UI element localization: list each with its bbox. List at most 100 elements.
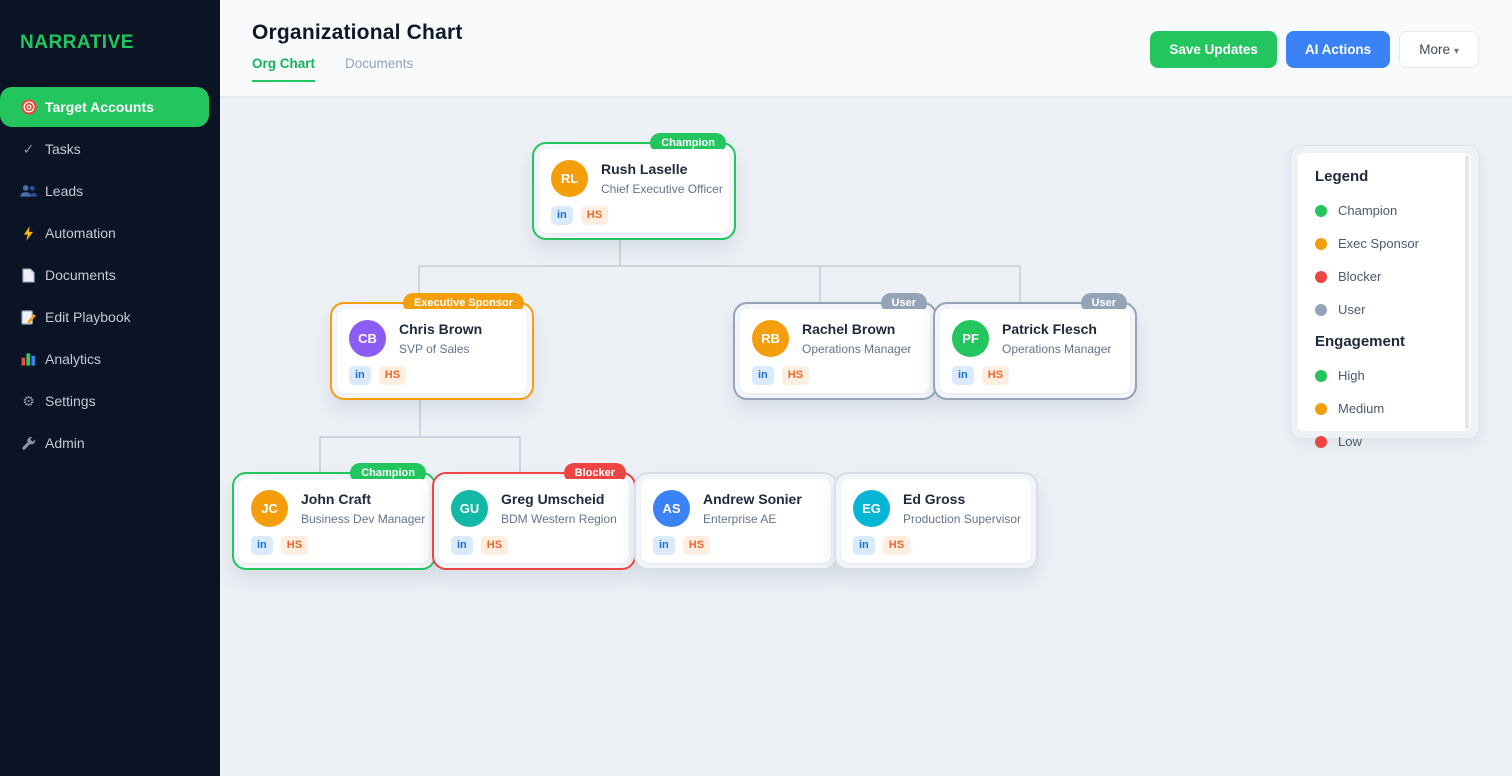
person-card: JC John Craft Business Dev Manager in HS <box>239 479 429 563</box>
person-title: Operations Manager <box>1002 342 1112 356</box>
linkedin-chip[interactable]: in <box>349 366 371 385</box>
legend-item-exec-sponsor: Exec Sponsor <box>1315 236 1471 251</box>
org-node-patrick-flesch[interactable]: User PF Patrick Flesch Operations Manage… <box>933 293 1137 400</box>
avatar: CB <box>349 320 386 357</box>
bar-chart-icon <box>20 352 37 366</box>
tab-org-chart[interactable]: Org Chart <box>252 56 316 82</box>
avatar: RL <box>551 160 588 197</box>
org-chart-canvas[interactable]: Champion RL Rush Laselle Chief Executive… <box>220 97 1512 776</box>
sidebar-item-automation[interactable]: Automation <box>0 212 220 254</box>
check-icon: ✓ <box>22 140 35 157</box>
person-name: John Craft <box>301 491 371 507</box>
ai-actions-button[interactable]: AI Actions <box>1285 31 1391 68</box>
document-icon <box>20 267 37 283</box>
target-icon <box>20 99 37 115</box>
org-node-rush-laselle[interactable]: Champion RL Rush Laselle Chief Executive… <box>532 133 736 240</box>
legend-item-user: User <box>1315 302 1471 317</box>
linkedin-chip[interactable]: in <box>451 536 473 555</box>
avatar: EG <box>853 490 890 527</box>
linkedin-chip[interactable]: in <box>952 366 974 385</box>
tab-bar: Org Chart Documents <box>252 56 1480 82</box>
sidebar-item-target-accounts[interactable]: Target Accounts <box>0 87 209 127</box>
role-badge: Champion <box>650 133 726 153</box>
linkedin-chip[interactable]: in <box>251 536 273 555</box>
hubspot-chip[interactable]: HS <box>480 536 509 555</box>
user-dot-icon <box>1315 303 1327 316</box>
tab-documents[interactable]: Documents <box>345 56 414 71</box>
engagement-title: Engagement <box>1315 333 1406 350</box>
sidebar-item-tasks[interactable]: ✓ Tasks <box>0 128 220 170</box>
sidebar-item-label: Automation <box>45 225 116 241</box>
hubspot-chip[interactable]: HS <box>781 366 810 385</box>
org-node-greg-umscheid[interactable]: Blocker GU Greg Umscheid BDM Western Reg… <box>432 463 636 570</box>
org-node-rachel-brown[interactable]: User RB Rachel Brown Operations Manager … <box>733 293 937 400</box>
avatar: GU <box>451 490 488 527</box>
legend-item-blocker: Blocker <box>1315 269 1471 284</box>
people-icon <box>20 184 37 198</box>
legend-panel: Legend Champion Exec Sponsor Blocker <box>1290 145 1480 449</box>
linkedin-chip[interactable]: in <box>551 206 573 225</box>
org-node-john-craft[interactable]: Champion JC John Craft Business Dev Mana… <box>232 463 436 570</box>
sidebar-item-label: Analytics <box>45 351 102 367</box>
chevron-down-icon: ▾ <box>1453 46 1459 57</box>
more-button-label: More <box>1419 42 1450 57</box>
person-name: Andrew Sonier <box>703 491 802 507</box>
person-card: GU Greg Umscheid BDM Western Region in H… <box>439 479 629 563</box>
sidebar-item-edit-playbook[interactable]: Edit Playbook <box>0 296 220 338</box>
person-title: Chief Executive Officer <box>601 182 723 196</box>
save-updates-button[interactable]: Save Updates <box>1150 31 1277 68</box>
main-panel: Organizational Chart Org Chart Documents… <box>220 0 1512 776</box>
role-badge: User <box>1080 293 1127 313</box>
blocker-dot-icon <box>1315 270 1327 283</box>
sidebar: NARRATIVE Target Accounts ✓ Tasks Leads <box>0 0 220 776</box>
org-node-andrew-sonier[interactable]: AS Andrew Sonier Enterprise AE in HS <box>634 472 838 570</box>
linkedin-chip[interactable]: in <box>653 536 675 555</box>
role-badge: User <box>880 293 927 313</box>
role-badge: Executive Sponsor <box>402 293 524 313</box>
legend-item-champion: Champion <box>1315 203 1471 218</box>
org-node-chris-brown[interactable]: Executive Sponsor CB Chris Brown SVP of … <box>330 293 534 400</box>
person-card: RB Rachel Brown Operations Manager in HS <box>740 309 930 393</box>
person-title: Enterprise AE <box>703 512 777 526</box>
legend-item-high: High <box>1315 368 1471 383</box>
avatar: RB <box>752 320 789 357</box>
page-title: Organizational Chart <box>252 21 463 44</box>
person-title: Production Supervisor <box>903 512 1022 526</box>
sidebar-item-label: Target Accounts <box>45 99 154 115</box>
hubspot-chip[interactable]: HS <box>580 206 609 225</box>
person-card: RL Rush Laselle Chief Executive Officer … <box>539 149 729 233</box>
gear-icon: ⚙ <box>22 393 35 409</box>
sidebar-item-settings[interactable]: ⚙ Settings <box>0 380 220 422</box>
linkedin-chip[interactable]: in <box>853 536 875 555</box>
person-name: Ed Gross <box>903 491 966 507</box>
exec-sponsor-dot-icon <box>1315 237 1327 250</box>
lightning-icon <box>20 225 37 241</box>
sidebar-item-admin[interactable]: Admin <box>0 422 220 464</box>
sidebar-item-label: Leads <box>45 183 84 199</box>
hubspot-chip[interactable]: HS <box>378 366 407 385</box>
sidebar-item-leads[interactable]: Leads <box>0 170 220 212</box>
person-name: Chris Brown <box>399 321 483 337</box>
person-card: PF Patrick Flesch Operations Manager in … <box>940 309 1130 393</box>
legend-scrollbar[interactable] <box>1465 155 1469 429</box>
hubspot-chip[interactable]: HS <box>981 366 1010 385</box>
person-card: CB Chris Brown SVP of Sales in HS <box>337 309 527 393</box>
sidebar-item-analytics[interactable]: Analytics <box>0 338 220 380</box>
legend-card: Legend Champion Exec Sponsor Blocker <box>1298 153 1471 449</box>
more-button[interactable]: More▾ <box>1399 31 1479 68</box>
legend-item-medium: Medium <box>1315 401 1471 416</box>
header-actions: Save Updates AI Actions More▾ <box>1150 31 1479 68</box>
hubspot-chip[interactable]: HS <box>280 536 309 555</box>
hubspot-chip[interactable]: HS <box>882 536 911 555</box>
org-node-ed-gross[interactable]: EG Ed Gross Production Supervisor in HS <box>834 472 1038 570</box>
person-title: BDM Western Region <box>501 512 617 526</box>
medium-dot-icon <box>1315 402 1327 415</box>
avatar: PF <box>952 320 989 357</box>
linkedin-chip[interactable]: in <box>752 366 774 385</box>
hubspot-chip[interactable]: HS <box>682 536 711 555</box>
sidebar-item-documents[interactable]: Documents <box>0 254 220 296</box>
low-dot-icon <box>1315 435 1327 448</box>
avatar: AS <box>653 490 690 527</box>
wrench-icon <box>20 436 37 451</box>
sidebar-item-label: Documents <box>45 267 116 283</box>
